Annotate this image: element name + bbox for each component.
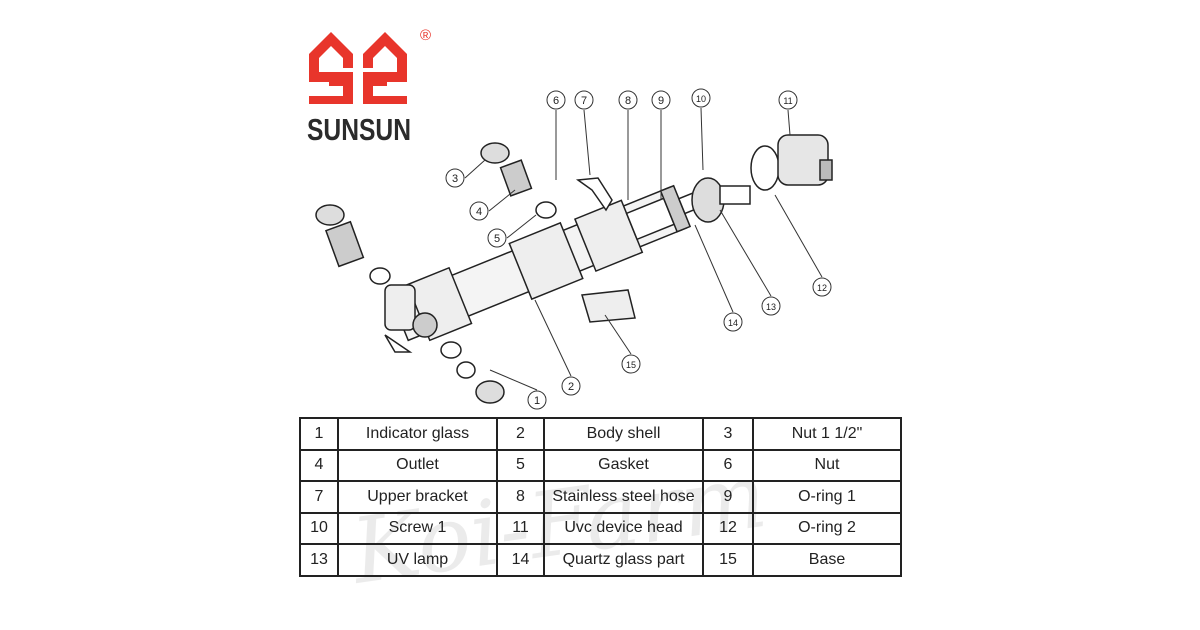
- part-name: Gasket: [543, 448, 704, 482]
- part-number: 10: [299, 511, 339, 545]
- part-name: Nut 1 1/2": [752, 417, 902, 451]
- callout-12: 12: [812, 277, 832, 297]
- part-name: Body shell: [543, 417, 704, 451]
- svg-text:7: 7: [581, 95, 587, 107]
- svg-text:SUNSUN: SUNSUN: [307, 112, 411, 147]
- part-number: 15: [702, 543, 754, 577]
- callout-14: 14: [723, 312, 743, 332]
- part-name: Stainless steel hose: [543, 480, 704, 514]
- svg-text:9: 9: [658, 95, 664, 107]
- svg-text:3: 3: [452, 173, 458, 185]
- part-number: 12: [702, 511, 754, 545]
- svg-text:1: 1: [534, 395, 540, 407]
- part-number: 4: [299, 448, 339, 482]
- sunsun-logo: ® SUNSUN: [307, 27, 431, 147]
- outlet-left: [315, 204, 438, 353]
- body-shell: [390, 182, 723, 342]
- part-number: 14: [496, 543, 545, 577]
- part-number: 3: [702, 417, 754, 451]
- part-number: 2: [496, 417, 545, 451]
- svg-text:13: 13: [766, 302, 776, 312]
- callout-15: 15: [621, 354, 641, 374]
- svg-text:5: 5: [494, 233, 500, 245]
- svg-text:14: 14: [728, 318, 738, 328]
- part-name: Base: [752, 543, 902, 577]
- callout-7: 7: [574, 90, 594, 110]
- callout-13: 13: [761, 296, 781, 316]
- part-number: 13: [299, 543, 339, 577]
- nut-outlet-top: [480, 142, 557, 219]
- callout-6: 6: [546, 90, 566, 110]
- part-name: UV lamp: [337, 543, 498, 577]
- part-name: Quartz glass part: [543, 543, 704, 577]
- part-name: Uvc device head: [543, 511, 704, 545]
- part-number: 9: [702, 480, 754, 514]
- indicator-parts: [440, 341, 505, 404]
- svg-text:®: ®: [420, 27, 431, 44]
- part-name: Indicator glass: [337, 417, 498, 451]
- part-number: 7: [299, 480, 339, 514]
- part-number: 1: [299, 417, 339, 451]
- svg-text:10: 10: [696, 94, 706, 104]
- leader-lines: [464, 107, 823, 391]
- part-number: 6: [702, 448, 754, 482]
- part-number: 5: [496, 448, 545, 482]
- callout-10: 10: [691, 88, 711, 108]
- callout-2: 2: [561, 376, 581, 396]
- callout-5: 5: [487, 228, 507, 248]
- part-number: 8: [496, 480, 545, 514]
- part-name: O-ring 1: [752, 480, 902, 514]
- svg-text:15: 15: [626, 360, 636, 370]
- callout-3: 3: [445, 168, 465, 188]
- part-name: O-ring 2: [752, 511, 902, 545]
- device-head: [691, 134, 833, 223]
- callout-8: 8: [618, 90, 638, 110]
- svg-text:11: 11: [783, 96, 792, 106]
- part-name: Outlet: [337, 448, 498, 482]
- svg-text:4: 4: [476, 206, 482, 218]
- callout-4: 4: [469, 201, 489, 221]
- part-name: Nut: [752, 448, 902, 482]
- bracket-base: [575, 177, 636, 323]
- part-name: Upper bracket: [337, 480, 498, 514]
- svg-text:6: 6: [553, 95, 559, 107]
- svg-text:2: 2: [568, 381, 574, 393]
- callout-9: 9: [651, 90, 671, 110]
- svg-text:8: 8: [625, 95, 631, 107]
- part-number: 11: [496, 511, 545, 545]
- callout-11: 11: [778, 90, 798, 110]
- callout-1: 1: [527, 390, 547, 410]
- svg-text:12: 12: [817, 283, 827, 293]
- part-name: Screw 1: [337, 511, 498, 545]
